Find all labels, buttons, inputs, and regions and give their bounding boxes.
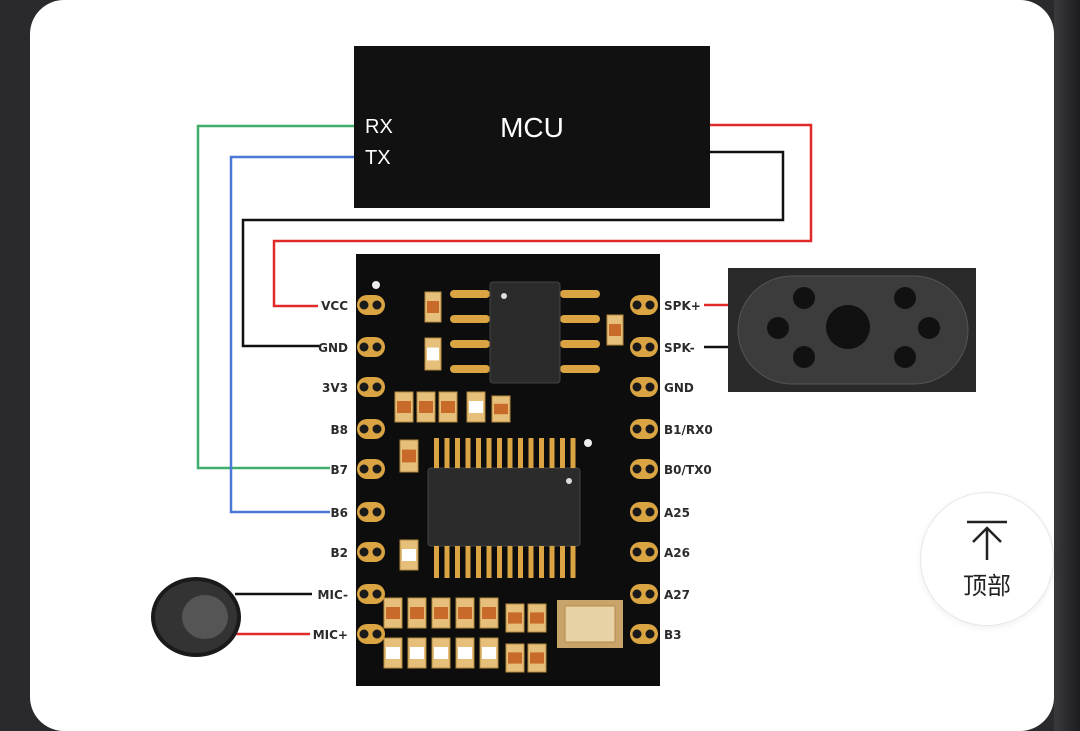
right-pin-label: SPK- bbox=[664, 341, 695, 355]
right-header-pins bbox=[630, 295, 658, 644]
left-pin-vcc bbox=[357, 295, 385, 315]
board-marker-dot bbox=[372, 281, 380, 289]
arrow-up-to-top-icon bbox=[967, 520, 1007, 560]
right-pin-b1-rx0 bbox=[630, 419, 658, 439]
right-pin-label: SPK+ bbox=[664, 299, 701, 313]
left-pin-label: MIC- bbox=[318, 588, 348, 602]
left-pin-label: VCC bbox=[321, 299, 348, 313]
speaker bbox=[728, 268, 976, 392]
right-pin-gnd bbox=[630, 377, 658, 397]
window-edge bbox=[1054, 0, 1080, 731]
right-pin-label: B1/RX0 bbox=[664, 423, 713, 437]
ssop-chip bbox=[427, 467, 581, 547]
mcu-rx-label: RX bbox=[365, 116, 393, 138]
wire-rx-b7 bbox=[196, 124, 362, 470]
left-pin-b2 bbox=[357, 542, 385, 562]
left-pin-b7 bbox=[357, 459, 385, 479]
microphone bbox=[151, 577, 241, 657]
right-pin-b0-tx0 bbox=[630, 459, 658, 479]
mcu-block bbox=[354, 46, 710, 208]
left-pin-mic- bbox=[357, 624, 385, 644]
back-to-top-label: 顶部 bbox=[963, 571, 1011, 600]
right-pin-label: GND bbox=[664, 381, 694, 395]
right-pin-spk- bbox=[630, 295, 658, 315]
mcu-title: MCU bbox=[500, 112, 564, 143]
left-pin-mic- bbox=[357, 584, 385, 604]
passive-components bbox=[383, 291, 624, 673]
chip-marker-dot bbox=[584, 439, 592, 447]
left-pin-label: B2 bbox=[331, 546, 349, 560]
left-pin-label: B7 bbox=[331, 463, 349, 477]
left-pin-label: B8 bbox=[331, 423, 349, 437]
right-pin-a25 bbox=[630, 502, 658, 522]
right-pin-label: A25 bbox=[664, 506, 690, 520]
left-pin-label: B6 bbox=[331, 506, 349, 520]
left-pin-label: 3V3 bbox=[322, 381, 348, 395]
ssop-pins bbox=[434, 438, 576, 578]
wire-vcc bbox=[272, 123, 813, 308]
left-pin-b8 bbox=[357, 419, 385, 439]
right-pin-label: A27 bbox=[664, 588, 690, 602]
left-header-pins bbox=[357, 295, 385, 644]
left-pin-gnd bbox=[357, 337, 385, 357]
right-pin-spk- bbox=[630, 337, 658, 357]
mcu-tx-label: TX bbox=[365, 147, 391, 169]
back-to-top-button[interactable]: 顶部 bbox=[921, 493, 1053, 625]
left-pin-label: MIC+ bbox=[313, 628, 348, 642]
left-pin-b6 bbox=[357, 502, 385, 522]
right-pin-b3 bbox=[630, 624, 658, 644]
right-pin-a26 bbox=[630, 542, 658, 562]
left-pin-3v3 bbox=[357, 377, 385, 397]
left-pin-label: GND bbox=[318, 341, 348, 355]
right-pin-label: B3 bbox=[664, 628, 682, 642]
crystal-oscillator bbox=[557, 600, 623, 648]
right-pin-a27 bbox=[630, 584, 658, 604]
soic8-chip bbox=[450, 281, 600, 384]
right-pin-label: A26 bbox=[664, 546, 690, 560]
right-pin-label: B0/TX0 bbox=[664, 463, 712, 477]
wire-tx-b6 bbox=[229, 155, 362, 514]
wire-gnd bbox=[241, 150, 785, 348]
